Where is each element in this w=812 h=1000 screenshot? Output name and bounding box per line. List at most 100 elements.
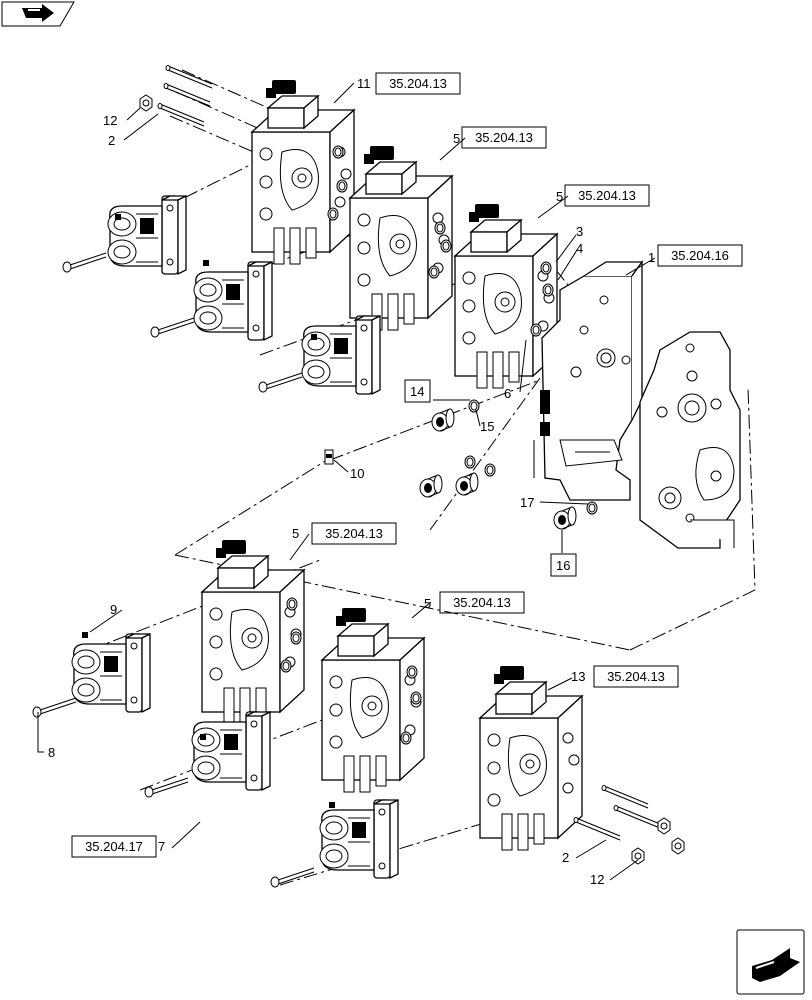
forward-arrow-icon[interactable] [736,929,805,995]
ref-box-13[interactable]: 35.204.13 [593,665,679,688]
leader-lines [37,82,656,881]
ref-box-5-a[interactable]: 35.204.13 [461,126,547,149]
callout-15: 15 [480,419,494,434]
outlet-cover-e [191,711,271,791]
callout-14: 14 [410,384,424,399]
callout-5-c: 5 [292,526,299,541]
tie-rod-2 [157,103,205,127]
seal-k [410,691,422,705]
plug-b [203,260,209,266]
ref-box-11[interactable]: 35.204.13 [375,72,461,95]
seal-d [434,221,446,235]
plug-9 [82,632,88,638]
ref-box-5-b[interactable]: 35.204.13 [564,184,650,207]
seal-e [440,239,452,253]
seal-3 [540,261,552,275]
nut-12 [139,94,153,112]
tie-rod-d [613,805,661,829]
bolt-c [258,372,303,393]
plug-14 [431,408,455,432]
outlet-cover-d [71,633,151,713]
seal-i [280,659,292,673]
fitting-10 [324,449,334,465]
seal-m [464,455,476,469]
nut-a [671,837,685,855]
seal-h [290,631,302,645]
plug-g [455,472,479,496]
bolt-d [144,777,189,798]
plug-d [200,734,206,740]
tie-rod-c [601,785,649,809]
outlet-cover-b [193,261,273,341]
seal-c [327,207,339,221]
callout-5-b: 5 [556,189,563,204]
callout-5-a: 5 [453,131,460,146]
ref-box-1[interactable]: 35.204.16 [657,244,743,267]
seal-6 [530,323,542,337]
valve-section-5-a [349,145,453,331]
seal-f [428,265,440,279]
seal-15 [468,399,480,413]
seal-a [332,145,344,159]
ref-5a-text: 35.204.13 [475,130,533,145]
callout-6: 6 [504,386,511,401]
nut-b [657,817,671,835]
ref-5c-text: 35.204.13 [325,526,383,541]
callout-2-top: 2 [108,133,115,148]
plug-a [115,214,121,220]
inlet-section-1 [533,259,644,501]
callout-7: 7 [158,839,165,854]
ref-box-7[interactable]: 35.204.17 [71,835,157,858]
end-plate [639,331,741,549]
ref-13-text: 35.204.13 [607,669,665,684]
seal-g [286,597,298,611]
valve-section-13 [479,665,583,851]
nut-12b [631,847,645,865]
ref-11-text: 35.204.13 [389,76,447,91]
valve-section-5-d [321,607,425,793]
callout-16-box: 16 [550,553,577,577]
ref-1-text: 35.204.16 [671,248,729,263]
seal-j [406,665,418,679]
ref-box-5-d[interactable]: 35.204.13 [439,591,525,614]
valve-section-5-b [454,203,558,389]
outlet-cover-c [301,315,381,395]
callout-3: 3 [576,224,583,239]
plug-f [419,474,443,498]
callout-12-bottom: 12 [590,872,604,887]
bolt-8 [32,697,77,718]
callout-11: 11 [357,76,371,91]
callout-16: 16 [556,558,570,573]
plug-c [311,334,317,340]
callout-10: 10 [350,466,364,481]
callout-12-top: 12 [103,113,117,128]
back-arrow-icon[interactable] [1,1,75,27]
callout-14-box: 14 [404,379,431,403]
tie-rod-b [163,83,211,107]
seal-17 [586,501,598,515]
callout-1: 1 [648,250,655,265]
ref-7-text: 35.204.17 [85,839,143,854]
valve-section-5-c [201,539,305,725]
ref-5b-text: 35.204.13 [578,188,636,203]
seal-n [484,463,496,477]
ref-box-5-c[interactable]: 35.204.13 [311,522,397,545]
callout-9: 9 [110,602,117,617]
bolt-b [150,317,195,338]
callout-4: 4 [576,241,583,256]
seal-b [336,179,348,193]
plug-16 [553,506,577,530]
callout-5-d: 5 [424,596,431,611]
seal-4 [542,283,554,297]
tie-rod-a [165,65,213,89]
callout-17: 17 [520,495,534,510]
tie-rod-2b [573,817,621,841]
callout-13: 13 [571,669,585,684]
ref-5d-text: 35.204.13 [453,595,511,610]
outlet-cover-a [107,195,187,275]
plug-e [329,802,335,808]
seal-l [400,731,412,745]
outlet-cover-f [319,799,399,879]
bolt-e [270,867,315,888]
